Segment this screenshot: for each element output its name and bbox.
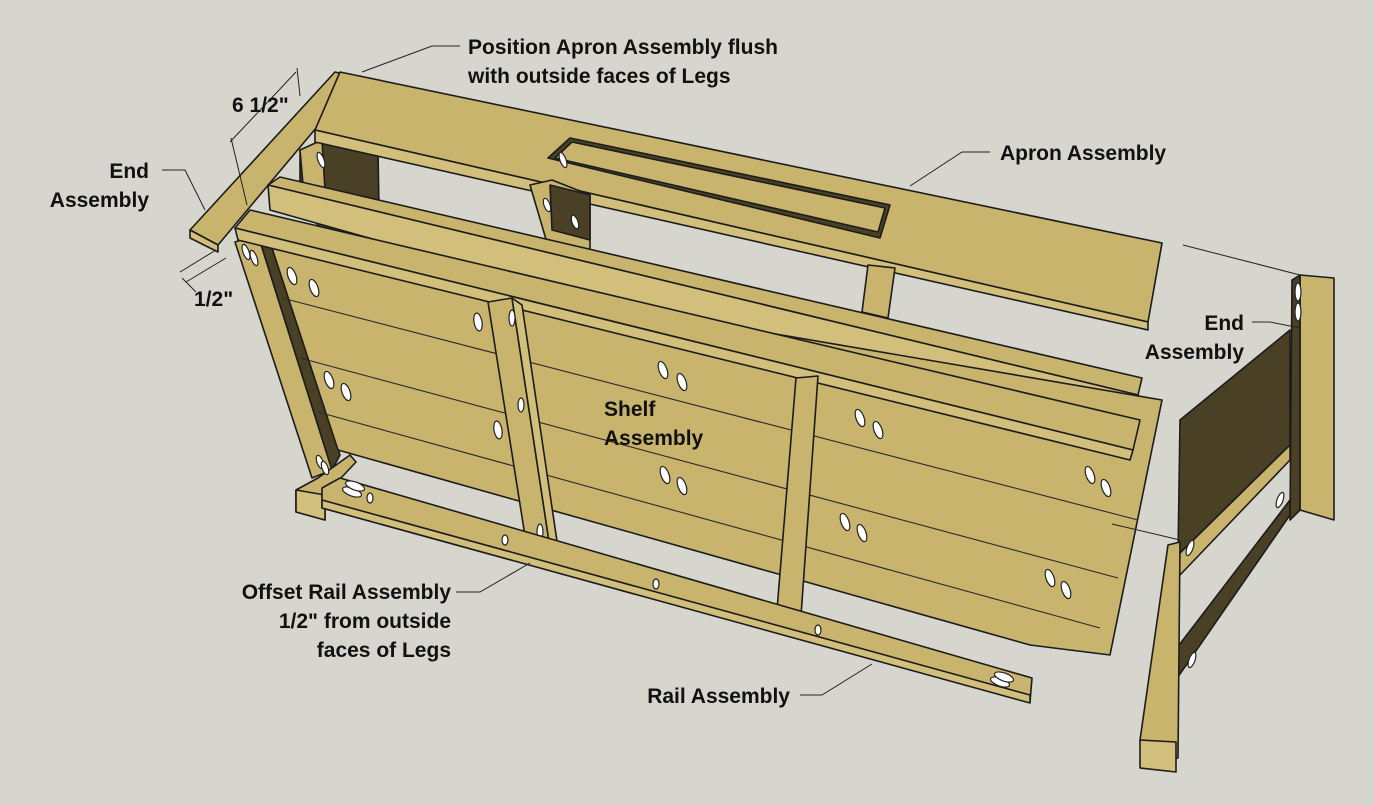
label-shelf-assembly-line2: Assembly: [604, 427, 704, 450]
label-offset-rail-line3: faces of Legs: [317, 639, 451, 662]
apron-right-post: [861, 264, 896, 319]
rail-front-face: [321, 499, 1031, 704]
right-end-foot: [1139, 739, 1177, 773]
left-foot-face: [295, 489, 326, 521]
shelf-assembly: [234, 176, 1163, 656]
right-end-back-leg: [1299, 274, 1335, 521]
label-left-end-assembly-line1: End: [109, 160, 149, 183]
rail-assembly: [321, 477, 1033, 704]
label-position-apron-line1: Position Apron Assembly flush: [468, 36, 778, 59]
dimension-rail-offset: 1/2": [179, 249, 233, 311]
label-position-apron-line2: with outside faces of Legs: [467, 65, 731, 88]
label-offset-rail-line2: 1/2" from outside: [279, 610, 451, 633]
label-right-end-assembly-line1: End: [1204, 312, 1244, 335]
label-shelf-assembly-line1: Shelf: [604, 398, 656, 421]
dimension-apron-height-label: 6 1/2": [232, 94, 289, 117]
apron-center-post-shadow: [549, 184, 591, 241]
label-rail-assembly: Rail Assembly: [647, 685, 790, 708]
apron-assembly: [314, 71, 1163, 331]
dimension-apron-height: 6 1/2": [229, 67, 301, 206]
shelf-panel: [271, 247, 1163, 656]
label-right-end-assembly-line2: Assembly: [1145, 341, 1245, 364]
label-apron-assembly: Apron Assembly: [1000, 142, 1166, 165]
label-offset-rail-line1: Offset Rail Assembly: [242, 581, 452, 604]
left-end-top-rail-face: [189, 229, 219, 253]
right-end-assembly: [1139, 274, 1335, 773]
shelf-front-rail-face: [234, 227, 1134, 461]
apron-front-face: [314, 129, 1149, 331]
left-end-assembly: [189, 71, 381, 521]
dimension-rail-offset-label: 1/2": [194, 288, 233, 311]
apron-opening-inner: [554, 141, 886, 233]
label-left-end-assembly-line2: Assembly: [50, 189, 150, 212]
right-end-front-leg: [1139, 541, 1181, 761]
